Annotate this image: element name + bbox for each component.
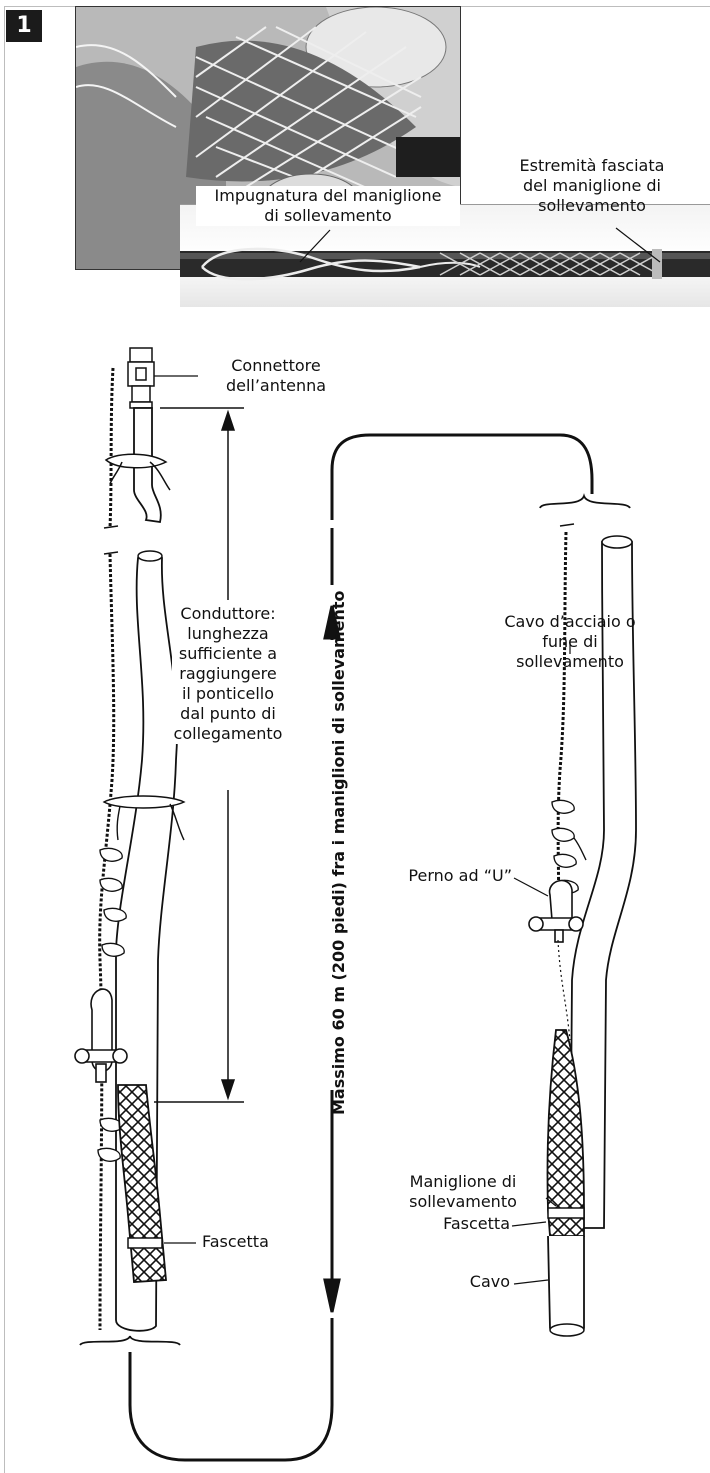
leader-u-bolt <box>514 878 548 896</box>
label-antenna-connector: Connettore dell’antenna <box>206 356 346 396</box>
label-cable: Cavo <box>420 1272 510 1292</box>
right-top-brace <box>540 496 630 508</box>
leader-cable <box>514 1280 548 1284</box>
antenna-connector <box>128 348 154 408</box>
left-band-clamp <box>128 1238 162 1248</box>
label-conductor: Conduttore: lunghezza sufficiente a ragg… <box>172 604 284 744</box>
right-cable-tail <box>548 1236 584 1336</box>
length-limit-text: Massimo 60 m (200 piedi) fra i maniglion… <box>329 590 349 1115</box>
label-u-bolt: Perno ad “U” <box>380 866 512 886</box>
left-bottom-brace <box>80 1336 180 1345</box>
label-right-grip: Maniglione di sollevamento <box>380 1172 546 1212</box>
leader-right-band <box>512 1222 546 1226</box>
leader-taped-end <box>616 228 660 262</box>
label-left-band: Fascetta <box>202 1232 322 1252</box>
label-right-band: Fascetta <box>402 1214 510 1234</box>
right-band-clamp <box>548 1208 584 1218</box>
label-steel-rope: Cavo d’acciaio o fune di sollevamento <box>488 612 652 672</box>
length-limit-connector-bottom <box>130 1318 332 1460</box>
leader-grip-handle <box>300 230 330 262</box>
